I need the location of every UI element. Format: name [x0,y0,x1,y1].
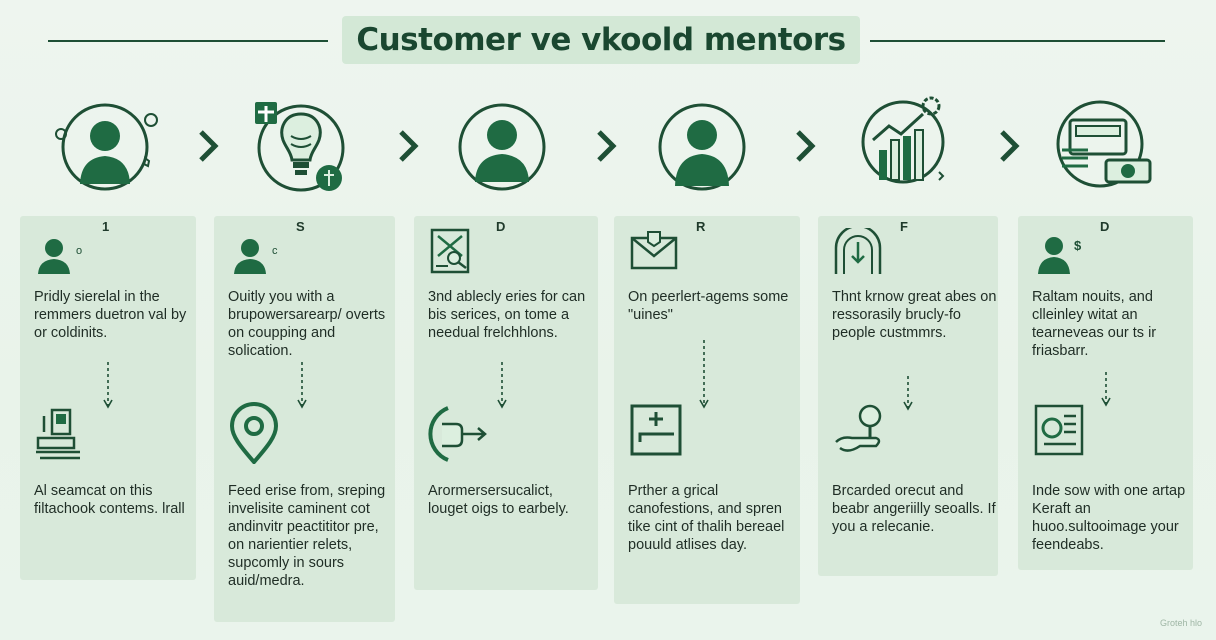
step-letter: F [900,219,908,234]
page-title: Customer ve vkoold mentors [342,16,860,64]
step-card-4: R On peerlert-agems some "uines" Prther … [614,216,800,604]
arrow-down-icon [1100,370,1112,410]
chevron-right-icon [998,126,1020,166]
arrow-down-icon [496,360,508,412]
chevron-right-icon [397,126,419,166]
person-icon [45,92,165,202]
screen-money-icon [1042,92,1162,202]
person-icon: $ [1032,228,1084,276]
step-description: Pridly sierelal in the remmers duetron v… [34,289,187,341]
svg-text:o: o [76,245,82,257]
step-detail: Arormersersucalict, louget oigs to earbe… [428,483,569,517]
envelope-icon [628,228,680,276]
step-letter: D [496,219,506,234]
person-icon [642,92,762,202]
title-rule-right [870,40,1165,42]
step-card-2: c S Ouitly you with a brupowersarearp/ o… [214,216,395,622]
title-rule-left [48,40,328,42]
step-description: Ouitly you with a brupowersarearp/ overt… [228,289,386,359]
person-icon [442,92,562,202]
step-card-1: o 1 Pridly sierelal in the remmers duetr… [20,216,196,580]
arrow-down-icon [296,360,308,412]
step-card-6: $ D Raltam nouits, and clleinley witat a… [1018,216,1193,570]
step-letter: D [1100,219,1110,234]
add-window-icon [628,402,690,464]
watermark: Groteh hlo [1159,618,1202,628]
desk-computer-icon [34,402,96,464]
step-letter: R [696,219,706,234]
document-icon [428,228,480,276]
arch-icon [832,224,884,276]
step-letter: 1 [102,219,110,234]
step-description: On peerlert-agems some "uines" [628,289,789,323]
lightbulb-icon [245,92,365,202]
chevron-right-icon [794,126,816,166]
arrow-down-icon [902,374,914,414]
bar-chart-icon [845,92,965,202]
svg-text:c: c [272,245,278,257]
step-detail: Inde sow with one artap Keraft an huoo.s… [1032,483,1186,553]
step-letter: S [296,219,305,234]
person-icon: o [34,228,86,276]
step-detail: Brcarded orecut and beabr angeriilly seo… [832,483,996,535]
location-pin-icon [228,402,290,466]
chevron-right-icon [197,126,219,166]
step-card-5: F Thnt krnow great abes on ressorasily b… [818,216,998,576]
svg-text:$: $ [1074,238,1082,253]
hand-microphone-icon [832,402,894,464]
step-description: Thnt krnow great abes on ressorasily bru… [832,289,997,341]
step-detail: Al seamcat on this filtachook contems. l… [34,483,185,517]
hand-pointer-icon [428,402,490,464]
chevron-right-icon [595,126,617,166]
report-icon [1032,402,1094,464]
step-card-3: D 3nd ablecly eries for can bis serices,… [414,216,598,590]
step-detail: Prther a grical canofestions, and spren … [628,483,785,553]
person-icon: c [228,228,280,276]
step-detail: Feed erise from, sreping invelisite cami… [228,483,386,589]
arrow-down-icon [698,338,710,412]
arrow-down-icon [102,360,114,412]
step-description: 3nd ablecly eries for can bis serices, o… [428,289,586,341]
step-description: Raltam nouits, and clleinley witat an te… [1032,289,1157,359]
